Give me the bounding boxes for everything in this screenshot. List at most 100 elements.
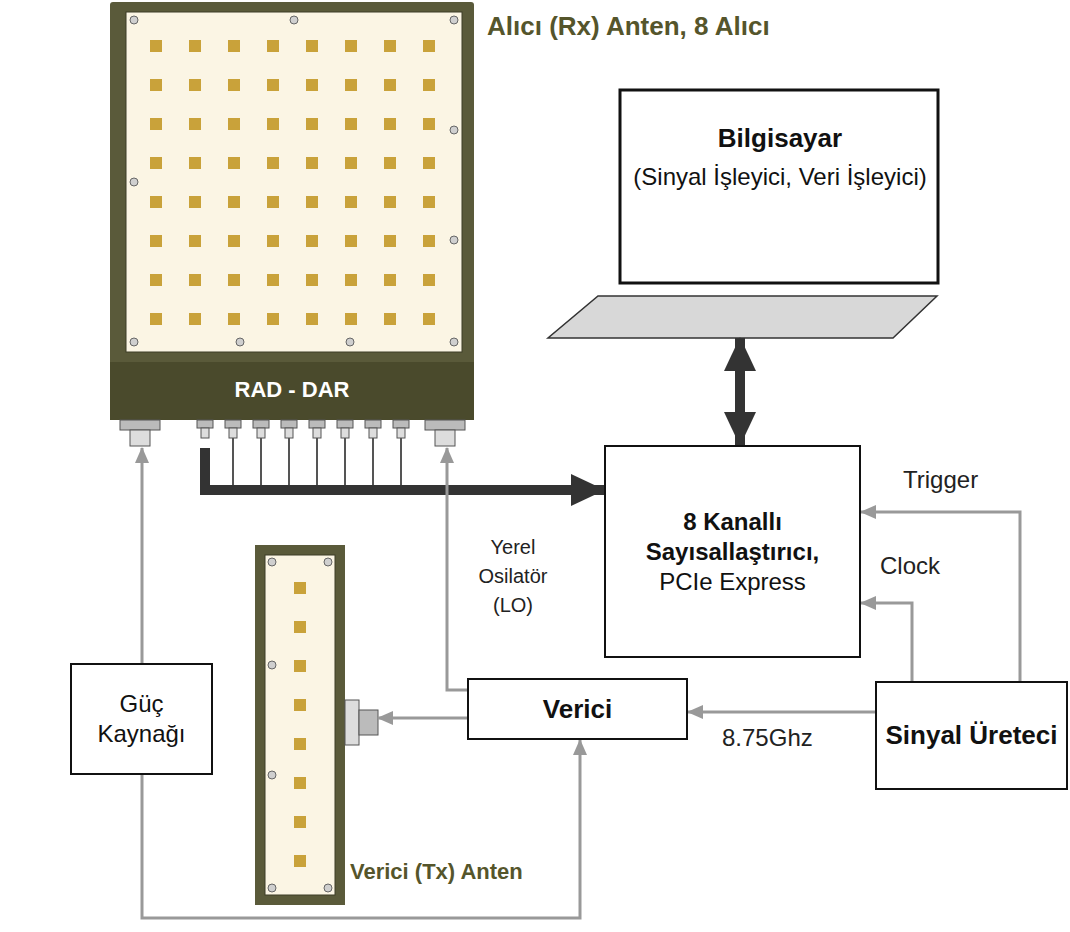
connector-arrow <box>861 512 1020 681</box>
patch-element <box>384 40 396 52</box>
patch-element <box>267 313 279 325</box>
patch-element <box>306 40 318 52</box>
rf-connector <box>225 420 241 428</box>
patch-element <box>150 79 162 91</box>
device-node: Verici (Tx) Anten <box>255 545 378 905</box>
connector-arrow <box>141 448 144 663</box>
patch-element <box>189 79 201 91</box>
patch-element <box>228 118 240 130</box>
node-label: (Sinyal İşleyici, Veri İşleyici) <box>628 162 932 192</box>
node-label: Verici <box>543 693 612 726</box>
rf-connector <box>313 428 321 438</box>
node-label: RAD - DAR <box>110 376 474 404</box>
patch-element <box>150 40 162 52</box>
patch-element <box>423 79 435 91</box>
channel-wire <box>281 438 289 490</box>
rf-connector <box>393 420 409 428</box>
patch-element <box>384 313 396 325</box>
patch-element <box>228 157 240 169</box>
patch-element <box>228 40 240 52</box>
patch-element <box>228 313 240 325</box>
patch-element <box>267 235 279 247</box>
patch-element <box>384 235 396 247</box>
patch-element <box>228 196 240 208</box>
node-label: Bilgisayar <box>628 122 932 155</box>
connector-arrow <box>378 717 467 720</box>
device-node: Bilgisayar (Sinyal İşleyici, Veri İşleyic… <box>548 88 940 338</box>
patch-element <box>150 196 162 208</box>
node-label: Güç Kaynağı <box>80 689 203 749</box>
patch-element <box>228 79 240 91</box>
connector-arrow <box>205 448 604 490</box>
patch-element <box>189 313 201 325</box>
patch-element <box>345 79 357 91</box>
patch-element <box>267 196 279 208</box>
rf-connector <box>229 428 237 438</box>
patch-element <box>228 274 240 286</box>
patch-element <box>150 313 162 325</box>
node-label: 8 Kanallı Sayısallaştırıcı, <box>614 507 851 567</box>
channel-wire <box>337 438 345 490</box>
patch-element <box>294 738 306 750</box>
signal-label: Trigger <box>903 466 978 495</box>
patch-element <box>384 79 396 91</box>
rf-connector <box>369 428 377 438</box>
patch-element <box>189 40 201 52</box>
node-label: Verici (Tx) Anten <box>350 858 650 886</box>
rf-connector <box>201 428 209 438</box>
patch-element <box>306 118 318 130</box>
signal-label: Yerel Osilatör (LO) <box>464 533 562 620</box>
patch-element <box>150 157 162 169</box>
patch-element <box>228 235 240 247</box>
patch-element <box>294 816 306 828</box>
node-label: Sinyal Üreteci <box>886 719 1058 752</box>
patch-element <box>345 274 357 286</box>
connector-arrow <box>861 603 912 681</box>
patch-element <box>189 235 201 247</box>
patch-element <box>306 235 318 247</box>
laptop-art <box>548 90 938 338</box>
rf-connector <box>337 420 353 428</box>
patch-element <box>294 621 306 633</box>
patch-element <box>267 157 279 169</box>
patch-element <box>345 235 357 247</box>
rf-connector <box>285 428 293 438</box>
patch-element <box>345 313 357 325</box>
patch-element <box>150 118 162 130</box>
patch-element <box>189 157 201 169</box>
channel-wire <box>393 438 401 490</box>
patch-element <box>267 40 279 52</box>
channel-wire <box>309 438 317 490</box>
patch-element <box>189 274 201 286</box>
patch-element <box>189 118 201 130</box>
rf-connector <box>365 420 381 428</box>
patch-element <box>423 274 435 286</box>
patch-element <box>423 313 435 325</box>
patch-element <box>345 157 357 169</box>
patch-element <box>306 313 318 325</box>
process-box: Sinyal Üreteci <box>875 681 1068 790</box>
rf-connector <box>341 428 349 438</box>
patch-element <box>294 855 306 867</box>
tx-antenna-art <box>255 545 378 905</box>
patch-element <box>384 118 396 130</box>
patch-element <box>423 157 435 169</box>
patch-element <box>384 157 396 169</box>
rx-antenna-art <box>110 2 474 446</box>
patch-element <box>306 79 318 91</box>
channel-wire <box>253 438 261 490</box>
process-box: 8 Kanallı Sayısallaştırıcı,PCIe Express <box>604 445 861 658</box>
patch-element <box>423 40 435 52</box>
patch-element <box>345 118 357 130</box>
patch-element <box>423 196 435 208</box>
patch-element <box>423 235 435 247</box>
patch-element <box>384 196 396 208</box>
signal-label: 8.75Ghz <box>722 724 813 753</box>
patch-element <box>150 235 162 247</box>
rf-connector <box>253 420 269 428</box>
device-node: Alıcı (Rx) Anten, 8 AlıcıRAD - DAR <box>110 2 474 448</box>
patch-element <box>345 196 357 208</box>
patch-element <box>294 777 306 789</box>
channel-wire <box>225 438 233 490</box>
patch-element <box>294 582 306 594</box>
